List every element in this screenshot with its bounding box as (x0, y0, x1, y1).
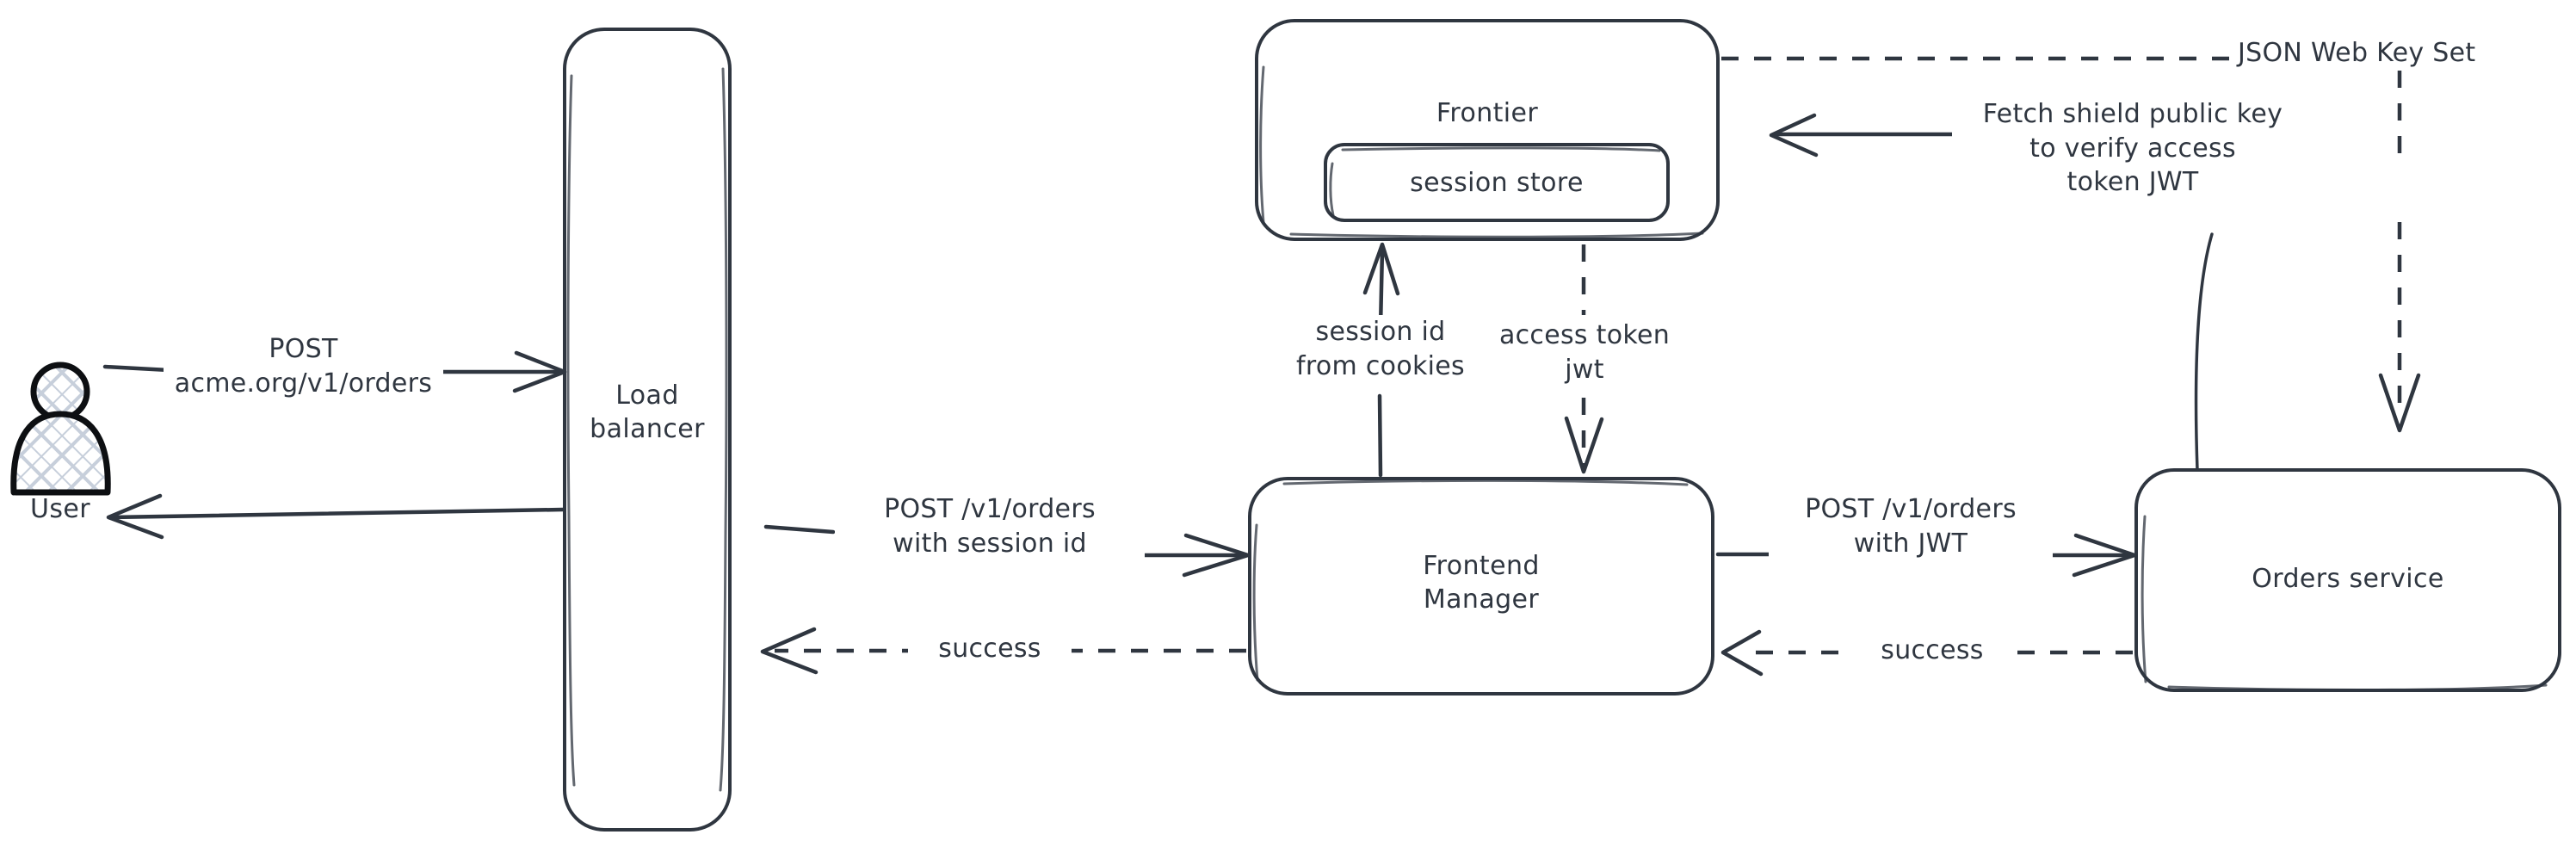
node-frontend-manager-shape[interactable] (1248, 477, 1714, 696)
node-frontier-shape[interactable] (1255, 19, 1720, 241)
user-actor-icon (10, 362, 111, 496)
node-orders-service-shape[interactable] (2134, 468, 2561, 692)
edge-fm-to-frontier (1362, 242, 1400, 478)
edge-lb-to-fm (763, 524, 1251, 578)
edge-fm-to-orders (1715, 533, 2137, 578)
edge-frontier-to-fm (1564, 244, 1604, 474)
edge-fm-to-lb (760, 627, 1246, 675)
edge-frontier-to-orders-jwks (1721, 56, 2421, 433)
edge-orders-to-frontier (1769, 113, 2214, 472)
edge-lb-to-user (106, 493, 565, 540)
edge-orders-to-fm (1720, 629, 2133, 677)
node-load-balancer-shape[interactable] (563, 28, 732, 832)
edge-user-to-lb (102, 350, 567, 393)
